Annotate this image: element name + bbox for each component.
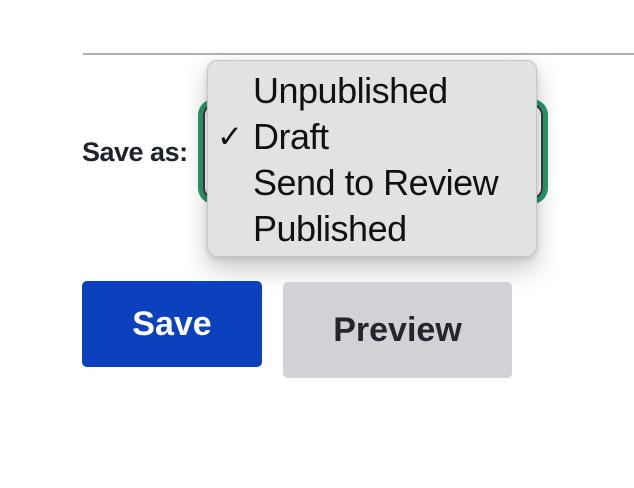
menu-item-label: Draft bbox=[253, 116, 329, 157]
save-button[interactable]: Save bbox=[82, 281, 262, 367]
menu-item-label: Unpublished bbox=[253, 70, 448, 111]
menu-item-send-to-review[interactable]: Send to Review bbox=[208, 160, 536, 206]
menu-item-unpublished[interactable]: Unpublished bbox=[208, 68, 536, 114]
top-divider bbox=[83, 53, 634, 55]
preview-button[interactable]: Preview bbox=[283, 282, 512, 378]
menu-item-published[interactable]: Published bbox=[208, 206, 536, 252]
menu-item-label: Send to Review bbox=[253, 162, 499, 203]
status-dropdown-menu: Unpublished ✓ Draft Send to Review Publi… bbox=[207, 60, 537, 257]
checkmark-icon: ✓ bbox=[217, 119, 243, 154]
menu-item-draft[interactable]: ✓ Draft bbox=[208, 114, 536, 160]
save-as-label: Save as: bbox=[82, 137, 188, 167]
menu-item-label: Published bbox=[253, 208, 407, 249]
